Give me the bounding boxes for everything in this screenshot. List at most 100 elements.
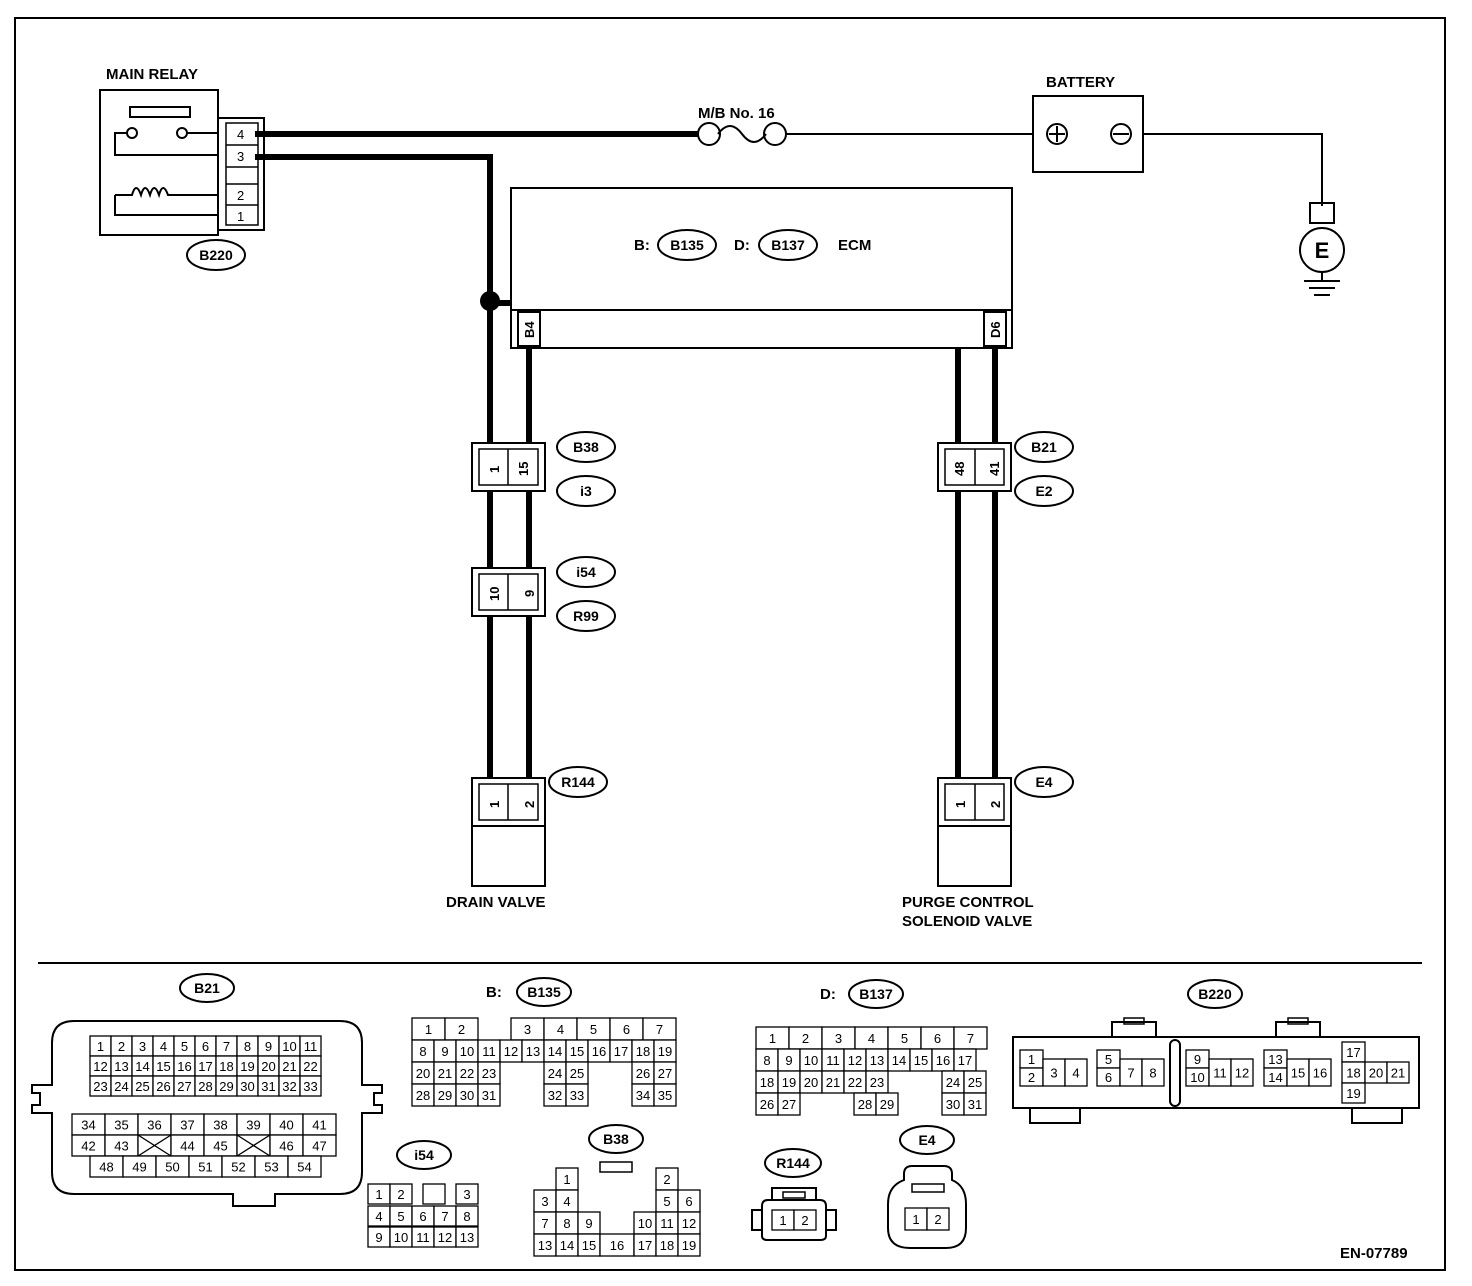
pin-number: 17 [1346,1045,1360,1060]
pin-number: 11 [482,1044,496,1059]
pin-number: 13 [538,1238,552,1253]
inline-connector-i54-r99: 10 9 i54 R99 [471,556,616,632]
pin-cell [963,1092,987,1116]
inline-connector-b21-e2: 48 41 B21 E2 [937,431,1074,507]
pin-number: 13 [460,1230,474,1245]
pin-number: 3 [139,1039,146,1054]
pin-number: 14 [892,1053,906,1068]
pin-number: 4 [868,1031,875,1046]
pin-number: 5 [397,1209,404,1224]
pin-number: 6 [623,1022,630,1037]
pin-number: 5 [590,1022,597,1037]
diagram-frame [14,17,1446,1271]
pin-number: 11 [826,1053,840,1068]
pin-number: 7 [656,1022,663,1037]
pin-number: 47 [312,1139,326,1154]
pin-number: 29 [438,1088,452,1103]
svg-text:D:: D: [820,986,836,1003]
battery: BATTERY [1032,74,1144,173]
pin-number: 23 [870,1075,884,1090]
pin-number: 12 [1235,1066,1249,1081]
pin-number: 32 [548,1088,562,1103]
pin-number: 46 [279,1139,293,1154]
svg-text:41: 41 [987,462,1002,476]
relay-pin: 1 [237,209,244,224]
pin-number: 9 [785,1053,792,1068]
svg-text:E2: E2 [1035,483,1052,499]
wire-junction-to-purge [487,300,961,793]
purge-valve-label: PURGE CONTROL [902,894,1034,911]
pin-cell [389,1183,413,1205]
pin-number: 8 [419,1044,426,1059]
pin-number: 6 [202,1039,209,1054]
pin-cell [1386,1061,1410,1084]
pin-number: 7 [967,1031,974,1046]
relay-pin: 2 [237,188,244,203]
battery-negative-icon [1110,123,1132,145]
pin-cell [287,1155,322,1178]
pin-number: 3 [463,1187,470,1202]
svg-text:B38: B38 [573,439,599,455]
pin-number: 8 [1149,1066,1156,1081]
pin-cell [455,1226,479,1248]
pin-number: 11 [660,1216,674,1231]
pin-number: 8 [244,1039,251,1054]
svg-text:1: 1 [487,801,502,808]
pin-number: 6 [419,1209,426,1224]
pin-number: 19 [1346,1086,1360,1101]
pin-number: 33 [303,1079,317,1094]
fuse-label: M/B No. 16 [698,105,775,122]
pin-number: 9 [375,1230,382,1245]
pin-number: 45 [213,1139,227,1154]
pin-number: 6 [1105,1070,1112,1085]
main-relay-label: MAIN RELAY [106,66,198,83]
pin-cell [926,1207,950,1231]
pin-number: 48 [99,1160,113,1175]
pin-number: 24 [946,1075,960,1090]
connector-badge-b137 [758,229,818,261]
pin-number: 30 [946,1097,960,1112]
pin-number: 16 [610,1238,624,1253]
pin-number: 2 [118,1039,125,1054]
pin-number: 38 [213,1118,227,1133]
pin-number: 5 [181,1039,188,1054]
pin-number: 11 [416,1230,430,1245]
pin-number: 44 [180,1139,194,1154]
pin-number: 29 [219,1079,233,1094]
pin-cell [455,1205,479,1227]
pin-number: 1 [563,1172,570,1187]
pin-number: 7 [1127,1066,1134,1081]
pin-number: 20 [804,1075,818,1090]
pin-number: 13 [114,1059,128,1074]
pin-number: 31 [968,1097,982,1112]
pin-number: 8 [763,1053,770,1068]
pin-cell [653,1083,677,1107]
pin-number: 15 [156,1059,170,1074]
pin-number: 17 [198,1059,212,1074]
svg-text:R144: R144 [776,1155,810,1171]
pin-number: 2 [934,1212,941,1227]
pin-number: 10 [460,1044,474,1059]
pin-number: 53 [264,1160,278,1175]
pin-number: 31 [261,1079,275,1094]
pin-number: 2 [1028,1070,1035,1085]
pin-number: 10 [1190,1070,1204,1085]
svg-text:1: 1 [487,466,502,473]
purge-valve-label: SOLENOID VALVE [902,913,1032,930]
relay-pin: 3 [237,149,244,164]
svg-text:i54: i54 [414,1147,434,1163]
pin-number: 22 [848,1075,862,1090]
connector-badge-b135 [657,229,717,261]
connector-badge-r144 [548,766,608,798]
pin-number: 25 [135,1079,149,1094]
connector-badge-b38 [556,431,616,463]
pin-number: 31 [482,1088,496,1103]
pin-cell [777,1092,801,1116]
pin-number: 16 [177,1059,191,1074]
pin-cell [299,1075,322,1097]
pin-number: 3 [835,1031,842,1046]
connector-badge-i3 [556,475,616,507]
